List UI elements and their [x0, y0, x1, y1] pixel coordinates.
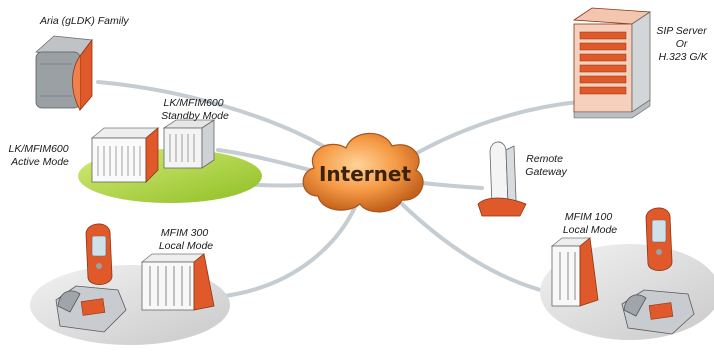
label-aria: Aria (gLDK) Family — [39, 15, 129, 27]
label-sip: SIP Server Or H.323 G/K — [656, 25, 709, 63]
label-aria-line-1: Aria (gLDK) Family — [39, 15, 129, 27]
mobile-handset-right-icon — [645, 207, 673, 271]
label-remote: Remote Gateway — [525, 153, 567, 178]
label-mfim100: MFIM 100 Local Mode — [563, 211, 617, 236]
label-sip-line-1: SIP Server — [656, 25, 707, 37]
label-mfim300-line-1: MFIM 300 — [161, 227, 208, 239]
mobile-handset-left-icon — [85, 223, 113, 285]
link-aria — [96, 80, 332, 152]
label-remote-line-2: Gateway — [525, 166, 567, 178]
desk-phone-left-icon — [55, 285, 127, 333]
label-mfim300: MFIM 300 Local Mode — [159, 227, 213, 252]
sip-server-icon — [572, 7, 652, 119]
lk-active-chassis-icon — [90, 127, 160, 183]
label-lk-active-line-1: LK/MFIM600 — [8, 143, 68, 155]
aria-server-icon — [35, 35, 93, 112]
label-sip-line-3: H.323 G/K — [658, 51, 708, 63]
link-mfim100 — [400, 202, 550, 294]
internet-label: Internet — [319, 162, 411, 186]
label-remote-line-1: Remote — [526, 153, 563, 165]
label-mfim300-line-2: Local Mode — [159, 240, 213, 252]
mfim300-rack-icon — [140, 253, 215, 311]
desk-phone-right-icon — [621, 289, 695, 335]
internet-cloud-icon — [302, 132, 424, 213]
remote-gateway-icon — [477, 141, 527, 217]
label-lk-standby-line-1: LK/MFIM600 — [163, 97, 223, 109]
link-mfim300 — [223, 203, 358, 298]
label-mfim100-line-2: Local Mode — [563, 224, 617, 236]
label-sip-line-2: Or — [676, 38, 688, 50]
label-lk-active-line-2: Active Mode — [10, 156, 69, 168]
link-sip — [406, 100, 580, 160]
label-mfim100-line-1: MFIM 100 — [565, 211, 612, 223]
mfim100-unit-icon — [550, 237, 599, 307]
lk-standby-chassis-icon — [162, 119, 216, 169]
label-lk-standby-line-2: Standby Mode — [161, 110, 229, 122]
label-lk-standby: LK/MFIM600 Standby Mode — [161, 97, 229, 122]
label-lk-active: LK/MFIM600 Active Mode — [8, 143, 71, 168]
